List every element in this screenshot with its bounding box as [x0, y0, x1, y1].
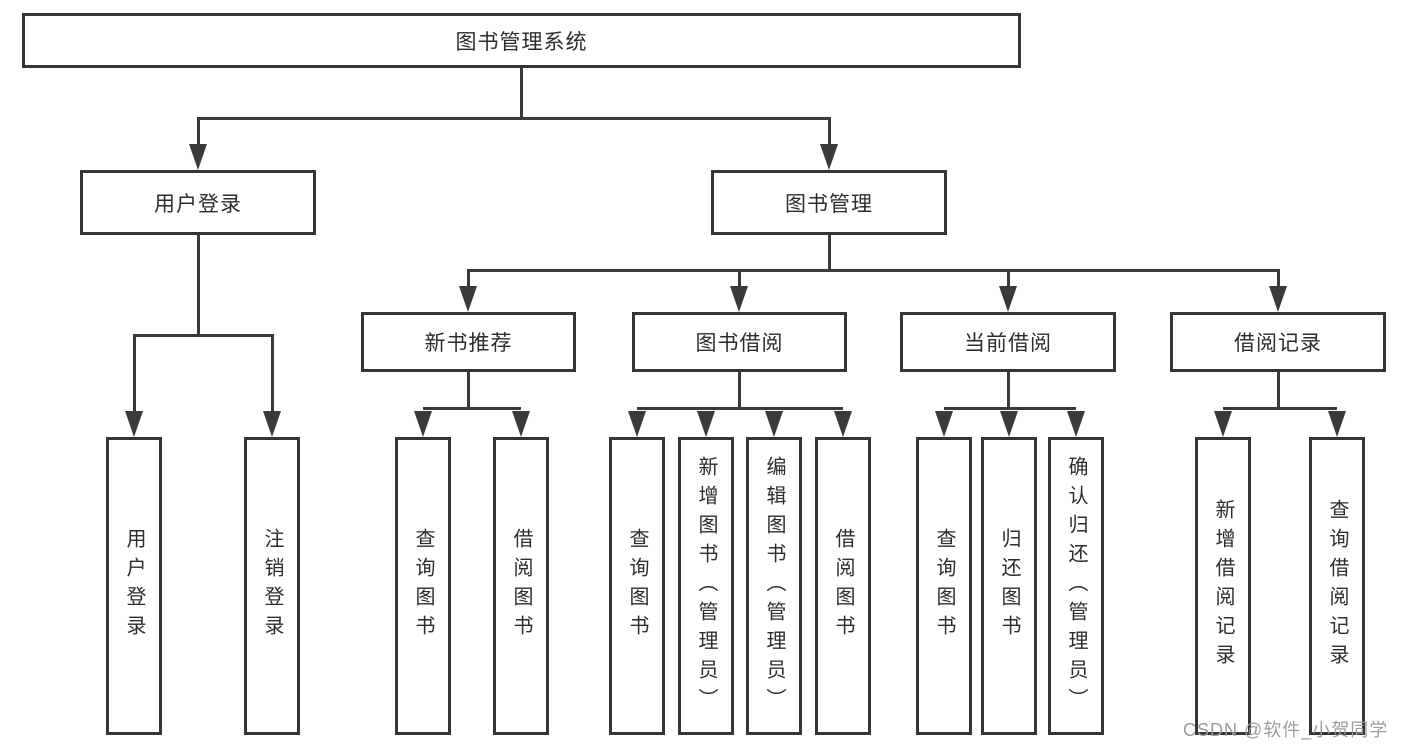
arrow-down [263, 411, 281, 437]
arrow-down [1328, 411, 1346, 437]
node-book-borrowing: 图书借阅 [632, 312, 847, 372]
arrow-down [1269, 286, 1287, 312]
connector-line [520, 68, 523, 120]
node-borrow-books: 借阅图书 [815, 437, 871, 735]
node-label: 图书借阅 [695, 332, 784, 355]
arrow-down [189, 144, 207, 170]
node-book-management: 图书管理 [711, 170, 947, 235]
arrow-down [834, 411, 852, 437]
arrow-down [628, 411, 646, 437]
arrow-down [459, 286, 477, 312]
connector-line [1223, 407, 1337, 410]
connector-line [1277, 269, 1280, 289]
node-query-books-borrow: 查询图书 [609, 437, 665, 735]
arrow-down [125, 411, 143, 437]
connector-line [134, 334, 274, 337]
arrow-down [512, 411, 530, 437]
node-label: 新书推荐 [424, 332, 513, 355]
connector-line [197, 117, 831, 120]
node-confirm-return-admin: 确认归还（管理员） [1048, 437, 1104, 735]
node-label: 借阅记录 [1234, 332, 1322, 355]
connector-line [271, 334, 274, 414]
node-label: 查询图书 [933, 528, 955, 644]
arrow-down [765, 411, 783, 437]
connector-line [467, 269, 1279, 272]
node-label: 编辑图书（管理员） [763, 455, 785, 717]
node-label: 新增借阅记录 [1212, 499, 1234, 673]
node-return-books: 归还图书 [981, 437, 1037, 735]
node-library-management-system: 图书管理系统 [22, 13, 1021, 68]
node-query-books-recommend: 查询图书 [395, 437, 451, 735]
arrow-down [1214, 411, 1232, 437]
connector-line [423, 407, 521, 410]
arrow-down [935, 411, 953, 437]
node-leaf-logout: 注销登录 [244, 437, 300, 735]
node-label: 借阅图书 [832, 528, 854, 644]
connector-line [197, 235, 200, 337]
node-label: 借阅图书 [510, 528, 532, 644]
connector-line [467, 269, 470, 289]
connector-line [828, 117, 831, 147]
node-user-login: 用户登录 [80, 170, 316, 235]
node-label: 查询借阅记录 [1326, 499, 1348, 673]
node-label: 归还图书 [998, 528, 1020, 644]
connector-line [944, 407, 1076, 410]
arrow-down [999, 286, 1017, 312]
node-label: 确认归还（管理员） [1065, 455, 1087, 717]
node-label: 注销登录 [261, 528, 283, 644]
watermark: CSDN @软件_小贺同学 [1183, 720, 1389, 740]
arrow-down [1000, 411, 1018, 437]
connector-line [1007, 372, 1010, 410]
node-add-book-admin: 新增图书（管理员） [678, 437, 734, 735]
connector-line [1007, 269, 1010, 289]
node-leaf-user-login: 用户登录 [106, 437, 162, 735]
node-add-borrow-record: 新增借阅记录 [1195, 437, 1251, 735]
node-label: 查询图书 [412, 528, 434, 644]
connector-line [197, 117, 200, 147]
arrow-down [697, 411, 715, 437]
node-label: 用户登录 [154, 192, 242, 216]
node-borrow-books-recommend: 借阅图书 [493, 437, 549, 735]
connector-line [133, 334, 136, 414]
node-new-book-recommendation: 新书推荐 [361, 312, 576, 372]
connector-line [738, 372, 741, 410]
node-borrowing-records: 借阅记录 [1170, 312, 1386, 372]
connector-line [738, 269, 741, 289]
node-label: 新增图书（管理员） [695, 455, 717, 717]
arrow-down [820, 144, 838, 170]
connector-line [637, 407, 843, 410]
arrow-down [730, 286, 748, 312]
connector-line [1277, 372, 1280, 410]
node-label: 图书管理系统 [455, 30, 588, 54]
node-label: 当前借阅 [964, 332, 1052, 355]
node-label: 用户登录 [123, 528, 145, 644]
node-label: 图书管理 [785, 192, 873, 216]
node-query-books-current: 查询图书 [916, 437, 972, 735]
connector-line [467, 372, 470, 410]
arrow-down [414, 411, 432, 437]
node-query-borrow-record: 查询借阅记录 [1309, 437, 1365, 735]
arrow-down [1067, 411, 1085, 437]
node-edit-book-admin: 编辑图书（管理员） [746, 437, 802, 735]
node-label: 查询图书 [626, 528, 648, 644]
connector-line [828, 235, 831, 272]
node-current-borrowing: 当前借阅 [900, 312, 1116, 372]
